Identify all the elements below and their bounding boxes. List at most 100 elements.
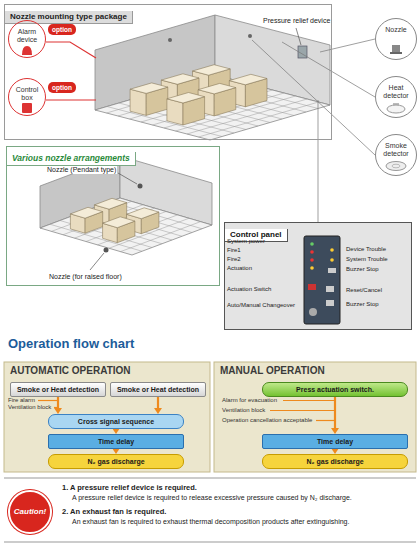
panel-label: Device Trouble xyxy=(346,246,386,253)
node-text: Various nozzle arrangements xyxy=(7,152,136,166)
node-text: Smoke or Heat detection xyxy=(14,385,102,394)
nozzle-symbol xyxy=(248,34,252,38)
rack-top xyxy=(94,198,126,209)
process-box: Time delay xyxy=(262,434,408,449)
nozzle-symbol xyxy=(138,184,143,189)
panel-label: Auto/Manual Changeover xyxy=(227,302,295,309)
rack-top xyxy=(229,74,267,85)
led xyxy=(310,266,314,270)
rack-face xyxy=(167,99,183,125)
branch-tick xyxy=(316,420,334,421)
signal-label: Ventilation block xyxy=(8,404,51,411)
nozzle-icon xyxy=(392,45,400,52)
node-text: option xyxy=(48,24,76,35)
process-box: N₂ gas discharge xyxy=(48,454,184,469)
node-text: Nozzle mounting type package xyxy=(5,11,133,24)
callout-circle xyxy=(375,18,417,60)
section-heading: Operation flow chart xyxy=(8,336,134,351)
control-wire xyxy=(46,99,96,100)
flow-panel xyxy=(214,362,416,472)
panel-label: Fire1 xyxy=(227,247,241,254)
branch-tick xyxy=(283,400,334,401)
panel-label: Fire2 xyxy=(227,256,241,263)
panel-label: Actuation Switch xyxy=(227,286,271,293)
server-room-small xyxy=(40,156,212,255)
rack-top xyxy=(70,207,102,218)
node-text: N₂ gas discharge xyxy=(266,457,404,466)
node-text: Time delay xyxy=(266,437,404,446)
leader-line xyxy=(90,253,104,270)
note-text: A pressure relief device is required to … xyxy=(72,493,414,502)
smoke-detector-icon xyxy=(386,162,406,171)
button xyxy=(326,286,334,292)
rack-top xyxy=(130,83,168,94)
callout-circle xyxy=(8,78,46,116)
led xyxy=(310,258,314,262)
rack-top xyxy=(161,74,199,85)
process-box: Time delay xyxy=(48,434,184,449)
heat-detector-icon xyxy=(387,105,405,113)
part-label: Nozzle (for raised floor) xyxy=(48,273,123,281)
signal-label: Alarm for evacuation xyxy=(222,397,277,404)
signal-label: Operation cancellation acceptable xyxy=(222,417,312,424)
led xyxy=(330,258,334,262)
bell-icon xyxy=(22,46,32,55)
panel-label: Buzzer Stop xyxy=(346,266,379,273)
branch-tick xyxy=(270,410,334,411)
flow-panel: AUTOMATIC OPERATIONSmoke or Heat detecti… xyxy=(4,362,210,472)
rack-top xyxy=(193,65,231,76)
arrow-line xyxy=(57,397,59,409)
server-room xyxy=(95,15,330,140)
node-text: option xyxy=(48,82,76,93)
caution-badge: Caution! xyxy=(8,490,52,534)
alarm-wire xyxy=(46,42,96,58)
nozzle-symbol xyxy=(104,248,109,253)
callout-circle xyxy=(8,20,46,58)
panel-label: Actuation xyxy=(227,265,252,272)
led xyxy=(310,242,314,246)
leader-line xyxy=(282,42,375,97)
callout-circle xyxy=(375,76,417,118)
node-text: Heat detector xyxy=(376,84,416,100)
node-text: N₂ gas discharge xyxy=(52,457,180,466)
option-tag: option xyxy=(48,24,76,35)
control-box-icon xyxy=(22,103,32,113)
button xyxy=(326,300,334,306)
nozzle-symbol xyxy=(168,38,172,42)
callout-circle: Control box xyxy=(8,78,46,116)
arrow-line xyxy=(334,397,336,429)
callout-circle: Nozzle xyxy=(375,18,417,60)
node-text: Press actuation switch. xyxy=(266,385,404,394)
process-box: Press actuation switch. xyxy=(262,382,408,397)
callout-circle xyxy=(375,134,417,176)
panel-label: System Trouble xyxy=(346,256,388,263)
panel-label: Buzzer Stop xyxy=(346,301,379,308)
flow-arrow xyxy=(54,397,62,414)
callout-circle: Smoke detector xyxy=(375,134,417,176)
button xyxy=(308,284,316,290)
process-box: Cross signal sequence xyxy=(48,414,184,429)
leader-line xyxy=(296,28,301,45)
node-text: Smoke detector xyxy=(376,142,416,158)
process-box: Smoke or Heat detection xyxy=(10,382,106,397)
leader-line xyxy=(118,173,137,184)
panel-label: Reset/Cancel xyxy=(346,287,382,294)
note-heading: 2. An exhaust fan is required. xyxy=(62,507,166,516)
rack-top xyxy=(127,208,159,219)
process-box: Smoke or Heat detection xyxy=(110,382,206,397)
rule xyxy=(4,478,416,479)
led xyxy=(310,250,314,254)
rack-top xyxy=(103,217,135,228)
node-text: MANUAL OPERATION xyxy=(214,362,416,379)
control-device xyxy=(304,236,340,324)
part-label: Pressure relief device xyxy=(262,17,331,25)
callout-circle: Alarm device xyxy=(8,20,46,58)
leader-line xyxy=(318,100,319,222)
branch-tick xyxy=(38,400,57,401)
nozzle-icon xyxy=(390,52,402,54)
leader-line xyxy=(320,39,375,52)
node-text: Smoke or Heat detection xyxy=(114,385,202,394)
arrow-line xyxy=(157,397,159,409)
callout-circle: Heat detector xyxy=(375,76,417,118)
